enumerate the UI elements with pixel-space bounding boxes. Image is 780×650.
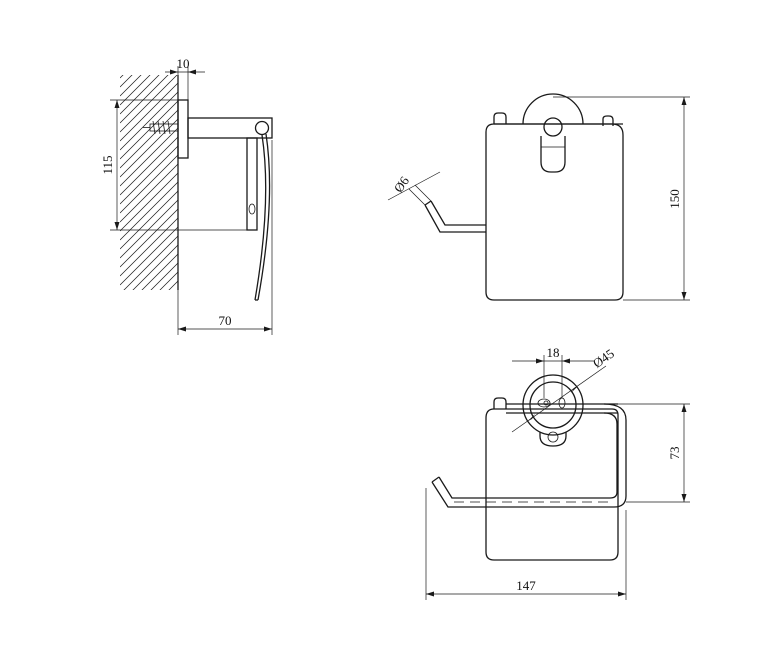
hatch-line	[120, 91, 178, 151]
dim-height-150: 150	[553, 96, 690, 301]
dim-rod-diameter: Ø6	[387, 171, 441, 206]
front-knob	[543, 117, 563, 137]
hatch-line	[120, 190, 178, 250]
hatch-line	[120, 75, 151, 106]
mounting-hole-left	[537, 398, 551, 408]
dim-height-73: 73	[618, 403, 690, 503]
dim-offset-10: 10	[165, 56, 205, 100]
side-view: 10 115 70	[100, 2, 273, 357]
hatch-line	[120, 172, 178, 232]
hatch-line	[120, 11, 178, 69]
dim-label-rosette-diameter: Ø45	[590, 346, 617, 371]
mounting-hole-right	[558, 397, 566, 409]
hatch-line	[120, 127, 178, 187]
hatch-line	[120, 75, 169, 124]
front-view: Ø6 150	[387, 93, 690, 301]
hatch-line	[177, 289, 178, 290]
hatch-line	[141, 253, 178, 290]
hatch-line	[120, 226, 178, 286]
hatch-line	[120, 145, 178, 205]
hatch-line	[120, 154, 178, 214]
wall-hatching	[120, 2, 178, 357]
hatch-line	[120, 163, 178, 223]
front-arm	[424, 204, 486, 233]
hatch-line	[120, 199, 178, 259]
hatch-line	[132, 244, 178, 290]
hatch-line	[120, 100, 178, 160]
dim-total-width-147: 147	[425, 488, 627, 600]
wall-plate	[177, 99, 189, 159]
vertical-rod	[246, 137, 258, 231]
hatch-line	[120, 208, 178, 268]
dim-depth-70: 70	[177, 140, 273, 335]
dim-label-side-depth: 70	[219, 313, 232, 328]
hatch-line	[120, 75, 142, 97]
hatch-line	[150, 262, 178, 290]
dim-label-side-height: 115	[100, 155, 115, 174]
hatch-line	[120, 136, 178, 196]
dim-label-rod-diameter: Ø6	[391, 173, 413, 195]
dim-label-side-offset: 10	[177, 56, 190, 71]
hatch-line	[120, 75, 178, 133]
dim-label-total-width: 147	[516, 578, 536, 593]
front-cover-plate	[485, 123, 624, 301]
dim-label-front-height: 150	[667, 189, 682, 209]
top-rosette	[522, 374, 584, 436]
hatch-line	[123, 235, 178, 290]
dim-height-115: 115	[100, 99, 252, 231]
dim-rosette-width-18: 18	[512, 345, 594, 398]
top-cover-plate	[485, 408, 619, 561]
hatch-line	[168, 280, 178, 290]
arm-end-cap	[254, 120, 270, 136]
holder-arm	[187, 117, 273, 139]
hatch-line	[120, 2, 178, 60]
cover-flap	[254, 134, 267, 301]
dim-label-top-height: 73	[667, 447, 682, 460]
hatch-line	[120, 299, 178, 357]
top-rosette-inner	[529, 381, 577, 429]
hatch-line	[120, 82, 178, 142]
front-rosette	[522, 93, 584, 125]
hatch-line	[120, 217, 178, 277]
screw	[143, 120, 179, 135]
hatch-line	[120, 118, 178, 178]
top-paper-arm	[431, 403, 627, 508]
hatch-line	[120, 75, 124, 79]
hatch-line	[159, 271, 178, 290]
hatch-line	[120, 75, 133, 88]
hatch-line	[120, 109, 178, 169]
hatch-line	[120, 181, 178, 241]
hatch-line	[120, 75, 160, 115]
top-view: 18 Ø45 73 147	[425, 345, 690, 600]
dim-label-rosette-width: 18	[547, 345, 560, 360]
